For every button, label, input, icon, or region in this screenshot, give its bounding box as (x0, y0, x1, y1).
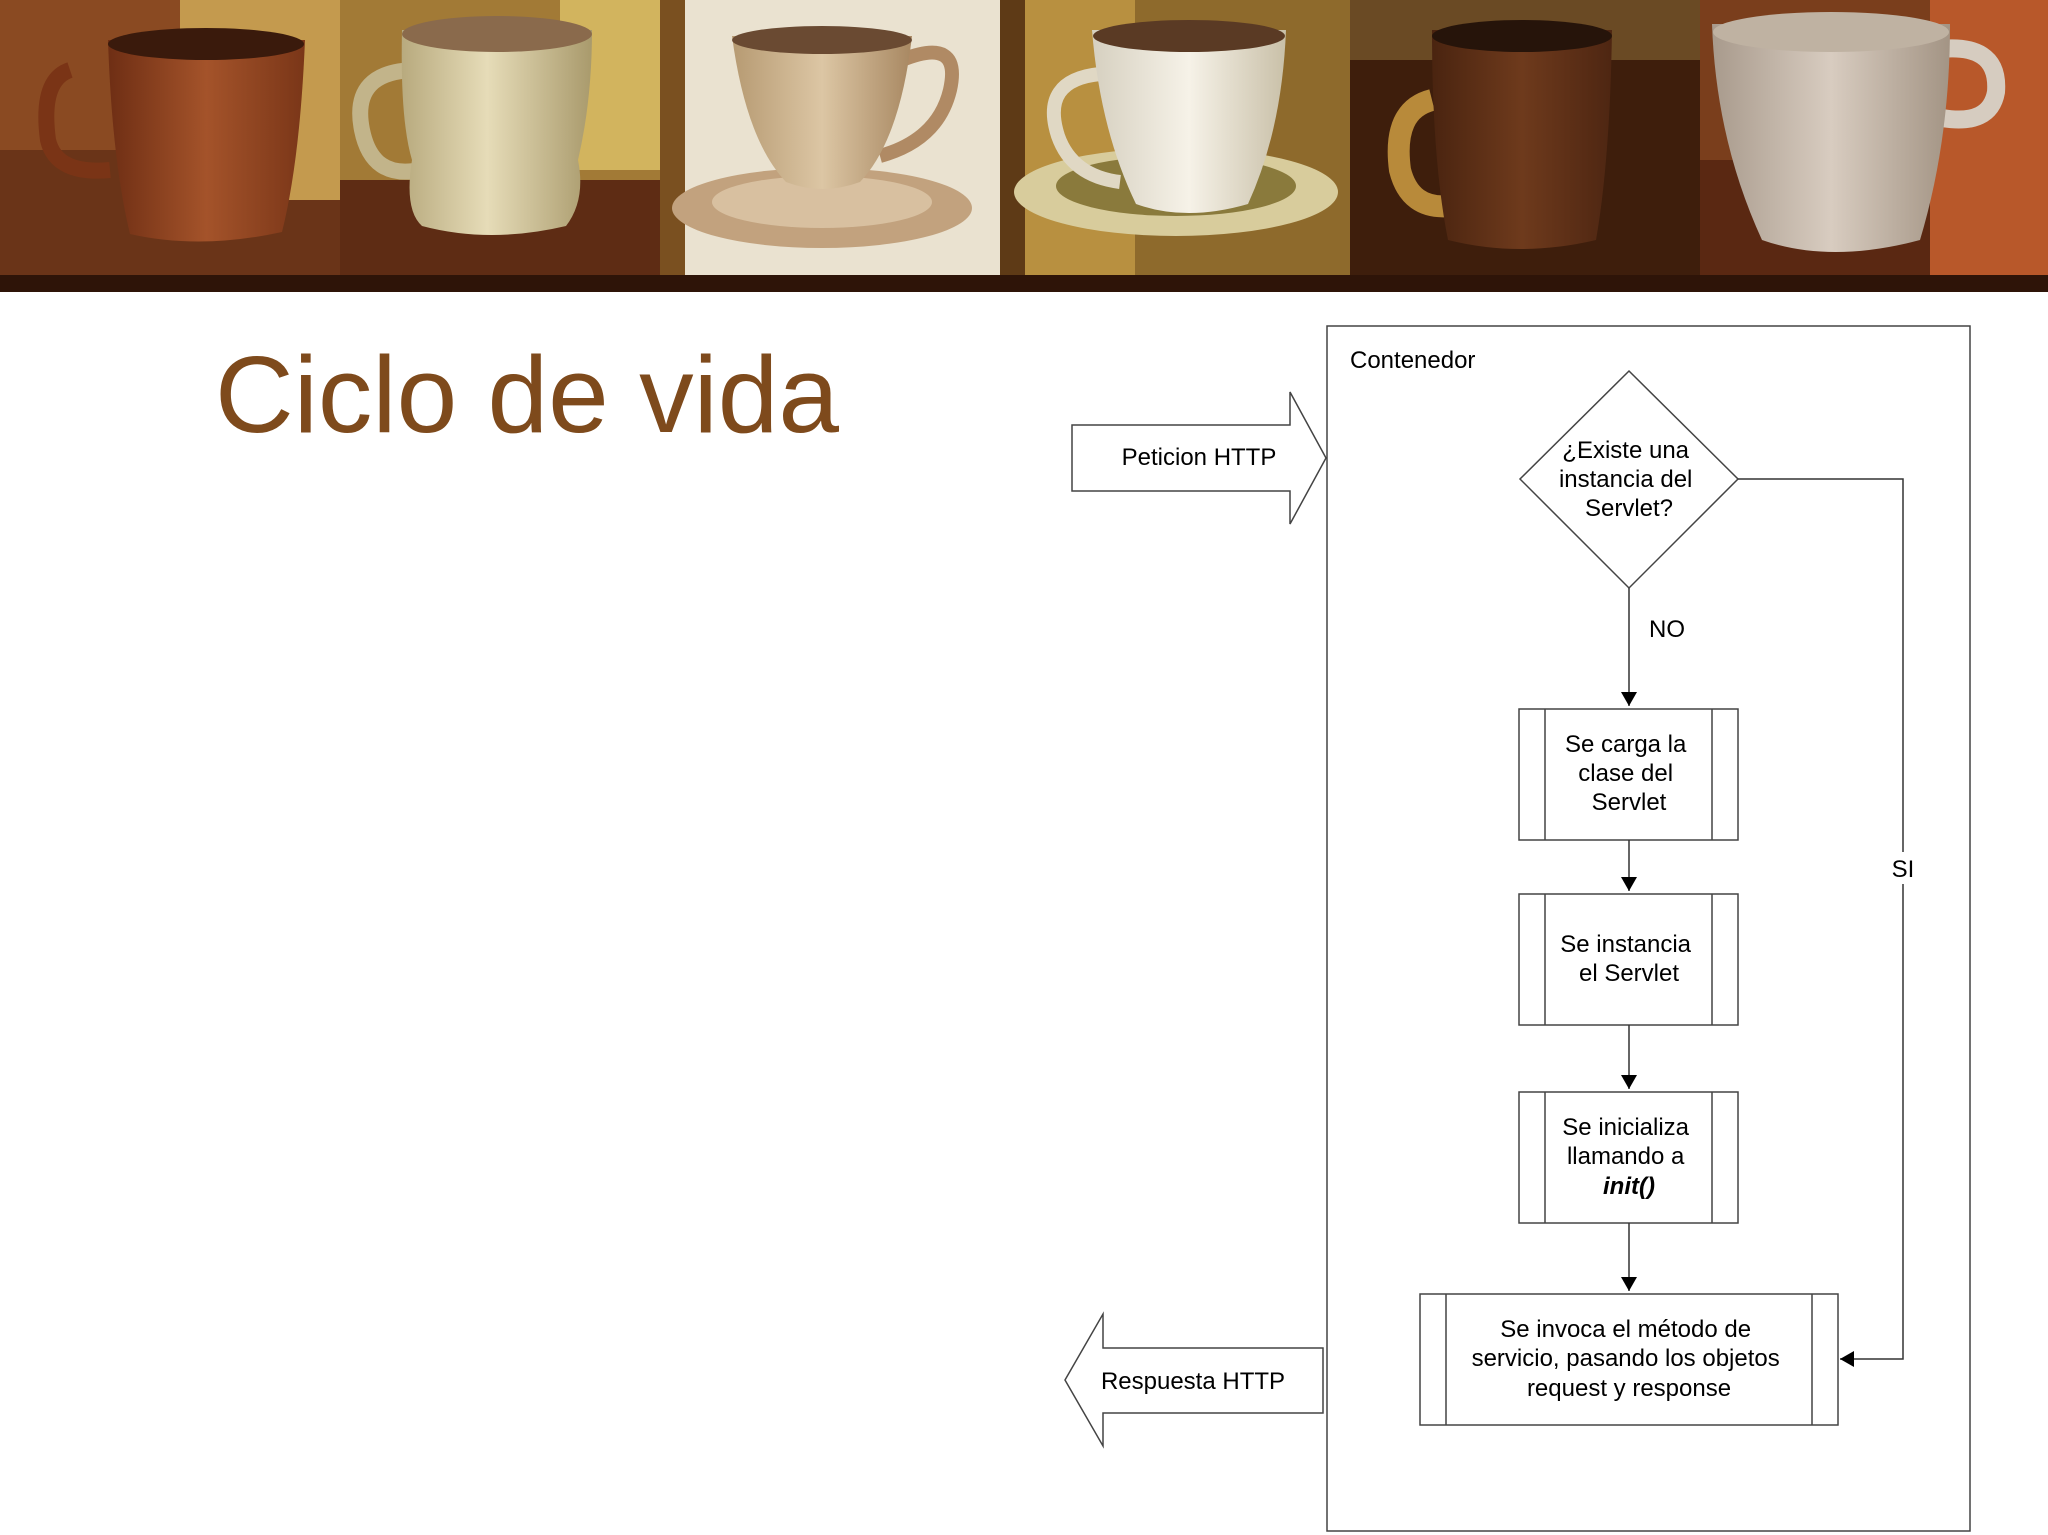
decision-text: ¿Existe una instancia del Servlet? (1559, 437, 1699, 522)
response-arrow-label: Respuesta HTTP (1101, 1368, 1285, 1395)
si-label: SI (1892, 856, 1915, 883)
request-arrow (1071, 391, 1327, 525)
init-method-name: init() (1603, 1173, 1655, 1200)
step-load-class: Se carga la clase del Servlet (1518, 708, 1739, 841)
step-service-text: Se invoca el método de servicio, pasando… (1472, 1316, 1787, 1402)
step-instantiate-text: Se instancia el Servlet (1560, 931, 1697, 987)
container-label: Contenedor (1350, 347, 1475, 374)
step-service: Se invoca el método de servicio, pasando… (1419, 1293, 1839, 1426)
banner-image (0, 0, 2048, 292)
no-label: NO (1649, 616, 1685, 643)
request-arrow-label: Peticion HTTP (1122, 444, 1277, 471)
container-box (1326, 325, 1971, 1532)
step-instantiate: Se instancia el Servlet (1518, 893, 1739, 1026)
response-arrow (1064, 1311, 1324, 1449)
step-load-class-text: Se carga la clase del Servlet (1565, 731, 1693, 816)
step-init: Se inicializa llamando a init() (1518, 1091, 1739, 1224)
si-label-background (1888, 852, 1918, 884)
si-connector (1738, 478, 1904, 1367)
slide-title: Ciclo de vida (215, 334, 840, 456)
step-init-text: Se inicializa llamando a init() (1562, 1114, 1695, 1200)
